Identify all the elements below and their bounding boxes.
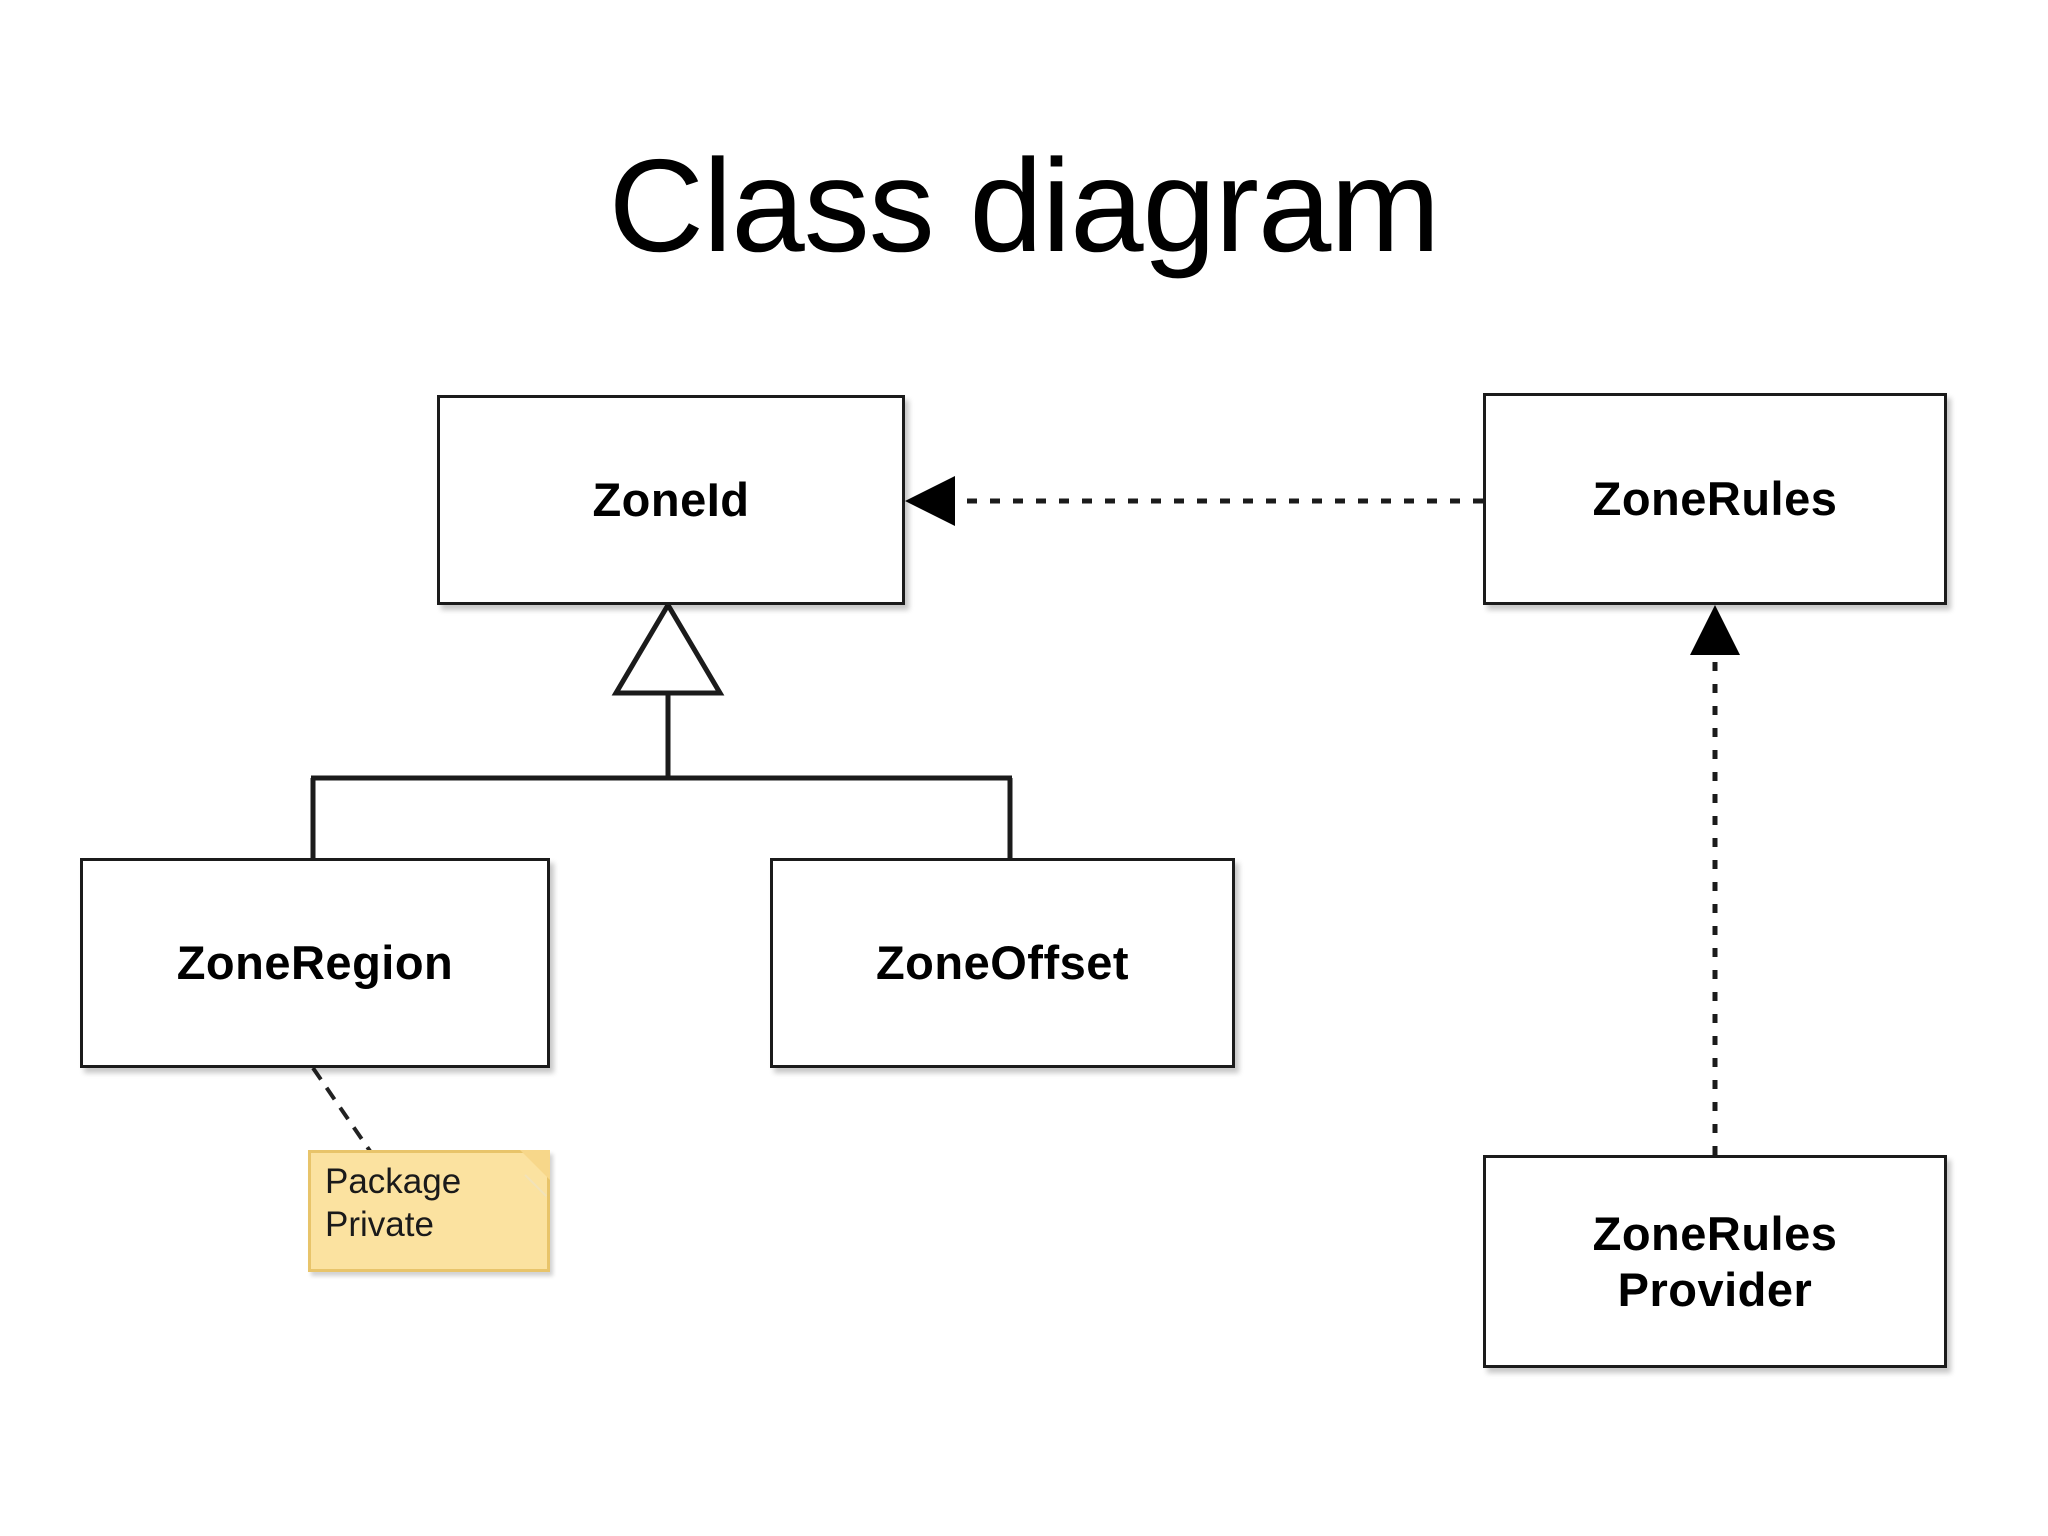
note-text-package-private: Package Private [325, 1162, 462, 1244]
connector-zoneregion-to-note [311, 1066, 374, 1156]
class-box-zoneid[interactable]: ZoneId [437, 395, 905, 605]
filled-arrowhead-icon-zonerules [1690, 605, 1740, 655]
note-anchor-line [311, 1066, 374, 1156]
class-label-zoneid: ZoneId [592, 473, 750, 527]
connector-generalization-tree [310, 600, 1013, 858]
hollow-triangle-icon-inheritance [611, 600, 725, 696]
class-label-zonerulesprovider: ZoneRules Provider [1592, 1207, 1838, 1316]
class-box-zoneregion[interactable]: ZoneRegion [80, 858, 550, 1068]
connector-zonerulesprovider-to-zonerules [1690, 605, 1740, 1155]
class-box-zonerulesprovider[interactable]: ZoneRules Provider [1483, 1155, 1947, 1368]
note-package-private[interactable]: Package Private [308, 1150, 569, 1272]
class-label-zonerules: ZoneRules [1592, 472, 1838, 526]
class-box-zonerules[interactable]: ZoneRules [1483, 393, 1947, 605]
connector-zonerules-to-zoneid [905, 476, 1483, 526]
note-fold-corner-icon [520, 1150, 550, 1180]
class-label-zoneoffset: ZoneOffset [875, 936, 1130, 990]
page-title: Class diagram [608, 132, 1441, 279]
filled-arrowhead-icon-zoneid [905, 476, 955, 526]
class-label-zoneregion: ZoneRegion [176, 936, 454, 990]
class-box-zoneoffset[interactable]: ZoneOffset [770, 858, 1235, 1068]
